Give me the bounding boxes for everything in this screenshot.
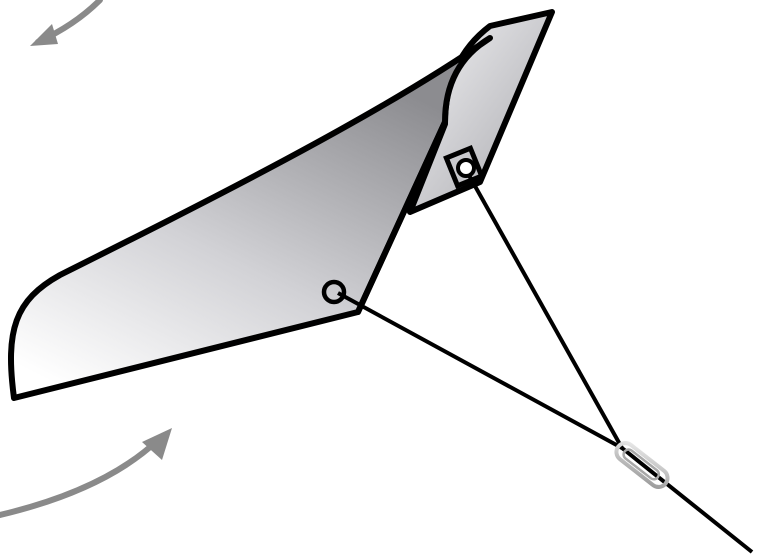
- kite-sail: [11, 38, 490, 398]
- bottom-wind-arrow-icon: [0, 428, 172, 515]
- top-wind-arrow-icon: [30, 0, 100, 46]
- kite-flying-line: [622, 448, 752, 552]
